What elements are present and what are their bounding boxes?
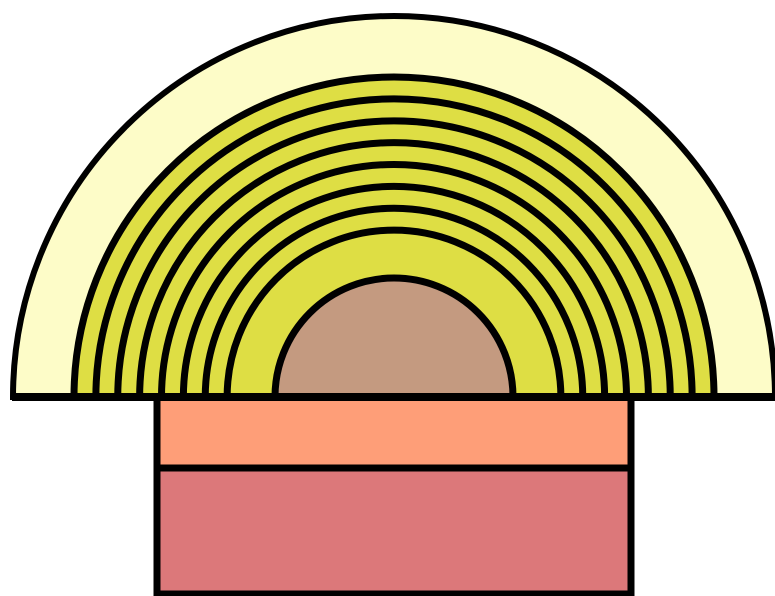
dome-layers xyxy=(12,16,775,397)
base-blocks xyxy=(157,397,631,594)
lower-block xyxy=(157,468,631,594)
upper-block xyxy=(157,397,631,468)
